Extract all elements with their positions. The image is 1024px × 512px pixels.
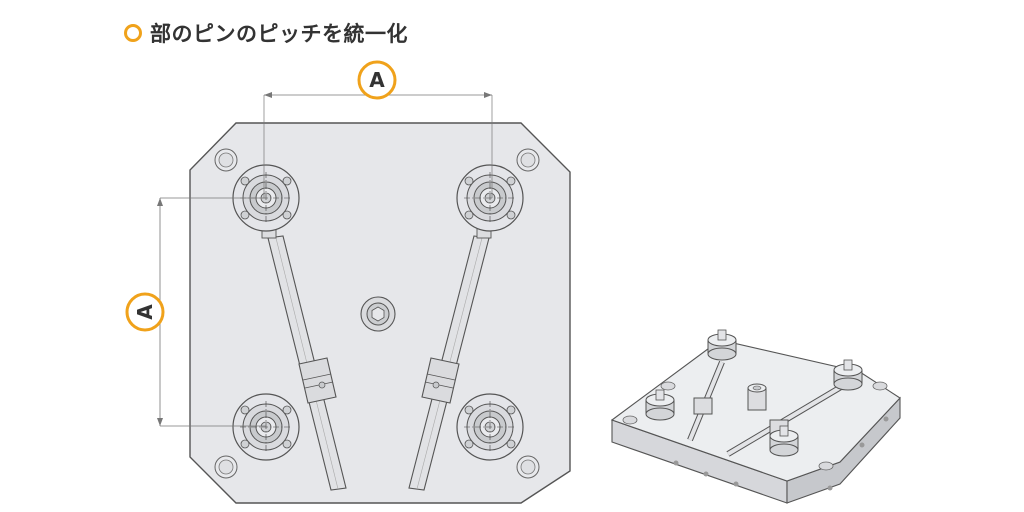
pin-bush-bottom-left <box>232 393 300 461</box>
heading: 部のピンのピッチを統一化 <box>124 18 408 48</box>
center-plug <box>360 296 396 332</box>
plate-top-view <box>189 122 571 504</box>
pin-bush-bottom-right <box>456 393 524 461</box>
dimension-vertical: A <box>125 197 266 427</box>
dimension-label-vertical: A <box>133 304 157 320</box>
circle-outline-icon <box>124 24 142 42</box>
dimension-horizontal: A <box>263 60 493 198</box>
heading-text: 部のピンのピッチを統一化 <box>150 22 408 46</box>
plate-isometric-view <box>610 329 901 504</box>
pin-bush-top-right <box>456 164 524 232</box>
dimension-label-horizontal: A <box>369 68 385 92</box>
